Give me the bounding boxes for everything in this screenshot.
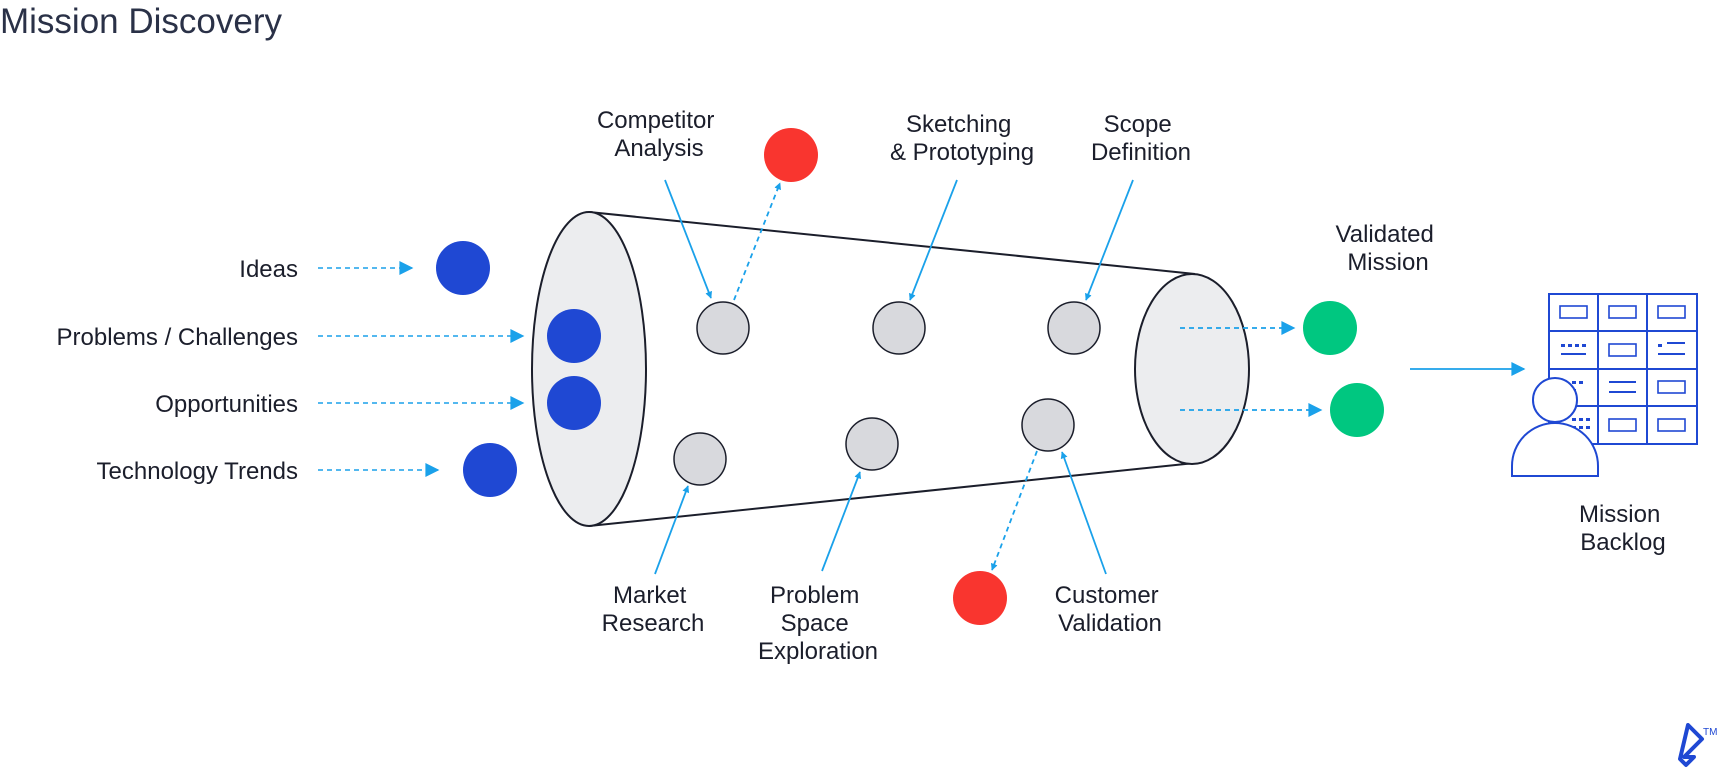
rejected-dot-bottom	[953, 571, 1007, 625]
stage-dot-sketching	[872, 301, 926, 355]
input-label-opportunities: Opportunities	[155, 391, 298, 418]
page-title: Mission Discovery	[0, 2, 282, 41]
input-dot-ideas	[436, 241, 490, 295]
arrow-problem-space	[821, 471, 862, 572]
stage-label-market-research: Market Research	[602, 582, 705, 637]
stage-label-customer-validation: Customer Validation	[1055, 582, 1166, 637]
input-dot-problems	[547, 309, 601, 363]
input-arrows	[318, 261, 525, 477]
stage-dots	[673, 301, 1101, 486]
arrow-scope-definition	[1085, 179, 1134, 301]
stage-label-sketching: Sketching & Prototyping	[890, 111, 1034, 166]
rejected-dot-top	[764, 128, 818, 182]
stage-dot-problem-space	[845, 417, 899, 471]
stage-dot-market-research	[673, 432, 727, 486]
arrow-customer-validation	[1060, 451, 1107, 575]
stage-dot-scope-definition	[1047, 301, 1101, 355]
funnel	[531, 211, 1250, 527]
validated-dot-1	[1303, 301, 1357, 355]
logo-trademark: TM	[1703, 727, 1717, 738]
stage-pointer-arrows	[654, 179, 1134, 575]
input-dot-technology-trends	[463, 443, 517, 497]
backlog-board-with-person-icon	[1511, 293, 1698, 477]
arrow-reject-bottom	[990, 450, 1038, 571]
input-dots	[436, 241, 601, 497]
output-label-validated-mission: Validated Mission	[1336, 221, 1441, 276]
funnel-exit	[1134, 273, 1250, 465]
input-dot-opportunities	[547, 376, 601, 430]
arrow-market-research	[654, 485, 690, 575]
backlog-label: Mission Backlog	[1579, 501, 1667, 556]
validated-dot-2	[1330, 383, 1384, 437]
arrow-reject-top	[733, 182, 781, 301]
flow-dashed-arrows	[733, 182, 1323, 571]
stage-dot-competitor-analysis	[696, 301, 750, 355]
stage-dot-customer-validation	[1021, 398, 1075, 452]
input-label-problems: Problems / Challenges	[57, 324, 298, 351]
input-label-ideas: Ideas	[239, 256, 298, 283]
arrow-competitor-analysis	[664, 179, 712, 299]
stage-label-competitor-analysis: Competitor Analysis	[597, 107, 721, 162]
funnel-mouth	[531, 211, 647, 527]
arrow-sketching	[909, 179, 958, 301]
stage-label-scope-definition: Scope Definition	[1091, 111, 1191, 166]
stage-label-problem-space: Problem Space Exploration	[758, 582, 878, 665]
toptal-logo-icon: TM	[1678, 723, 1717, 767]
input-label-technology-trends: Technology Trends	[97, 458, 298, 485]
